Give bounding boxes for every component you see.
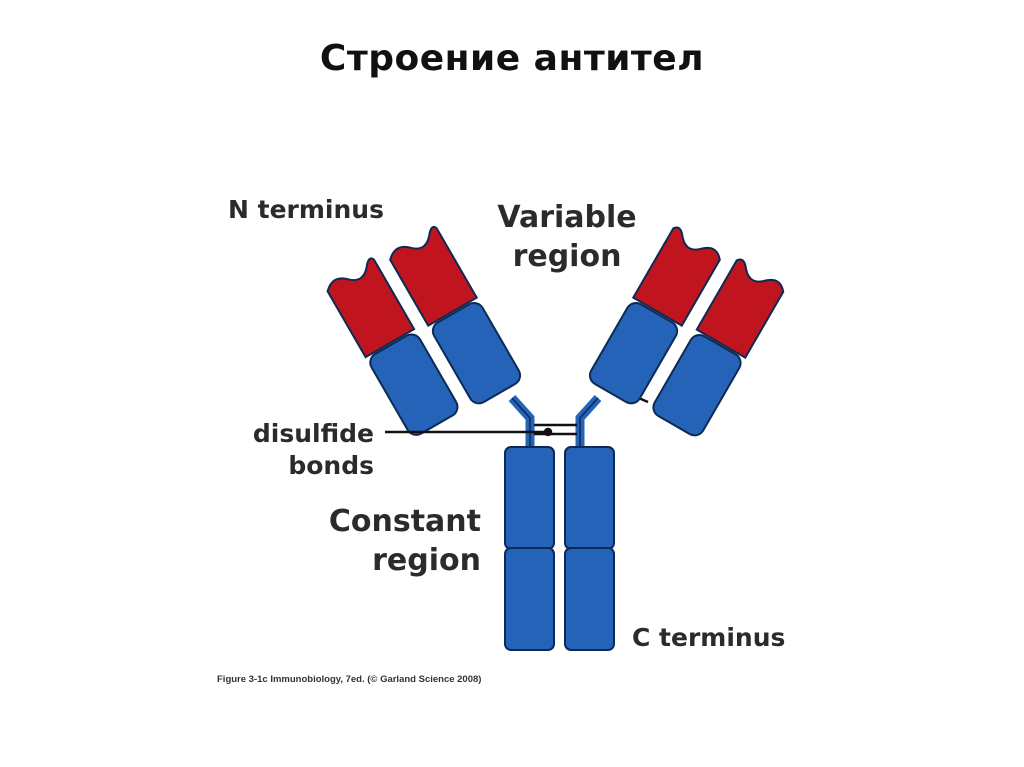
fc-stem (504, 446, 615, 651)
variable-region-label-line2: region (513, 239, 622, 274)
fc-right-lower-domain (564, 547, 615, 651)
n-terminus-label: N terminus (228, 195, 384, 224)
disulfide-label-line1: disulfide (253, 419, 374, 448)
slide-title: Строение антител (319, 38, 705, 79)
left-arm-heavy-chain (389, 225, 522, 405)
fc-right-upper-domain (564, 446, 615, 550)
disulfide-label-line2: bonds (288, 451, 374, 480)
left-arm-light-chain (326, 257, 459, 436)
c-terminus-label: C terminus (632, 623, 785, 652)
left-light-variable-domain (326, 257, 416, 359)
constant-region-label-line1: Constant (329, 504, 481, 539)
disulfide-pointer (385, 427, 553, 437)
right-arm-light-chain (652, 258, 785, 437)
left-light-constant-domain (369, 333, 459, 436)
left-heavy-constant-domain (431, 302, 522, 405)
hinge-stems (508, 394, 602, 448)
right-heavy-variable-domain (631, 226, 721, 327)
right-heavy-constant-domain (588, 302, 679, 405)
left-heavy-variable-domain (389, 225, 479, 327)
right-arm-heavy-chain (588, 226, 721, 405)
fc-left-upper-domain (504, 446, 555, 550)
fc-left-lower-domain (504, 547, 555, 651)
constant-region-label-line2: region (372, 543, 481, 578)
right-light-constant-domain (652, 334, 742, 437)
disulfide-bonds (474, 394, 649, 436)
variable-region-label-line1: Variable (497, 200, 636, 235)
figure-caption: Figure 3-1c Immunobiology, 7ed. (© Garla… (217, 674, 481, 685)
right-light-variable-domain (695, 258, 785, 359)
